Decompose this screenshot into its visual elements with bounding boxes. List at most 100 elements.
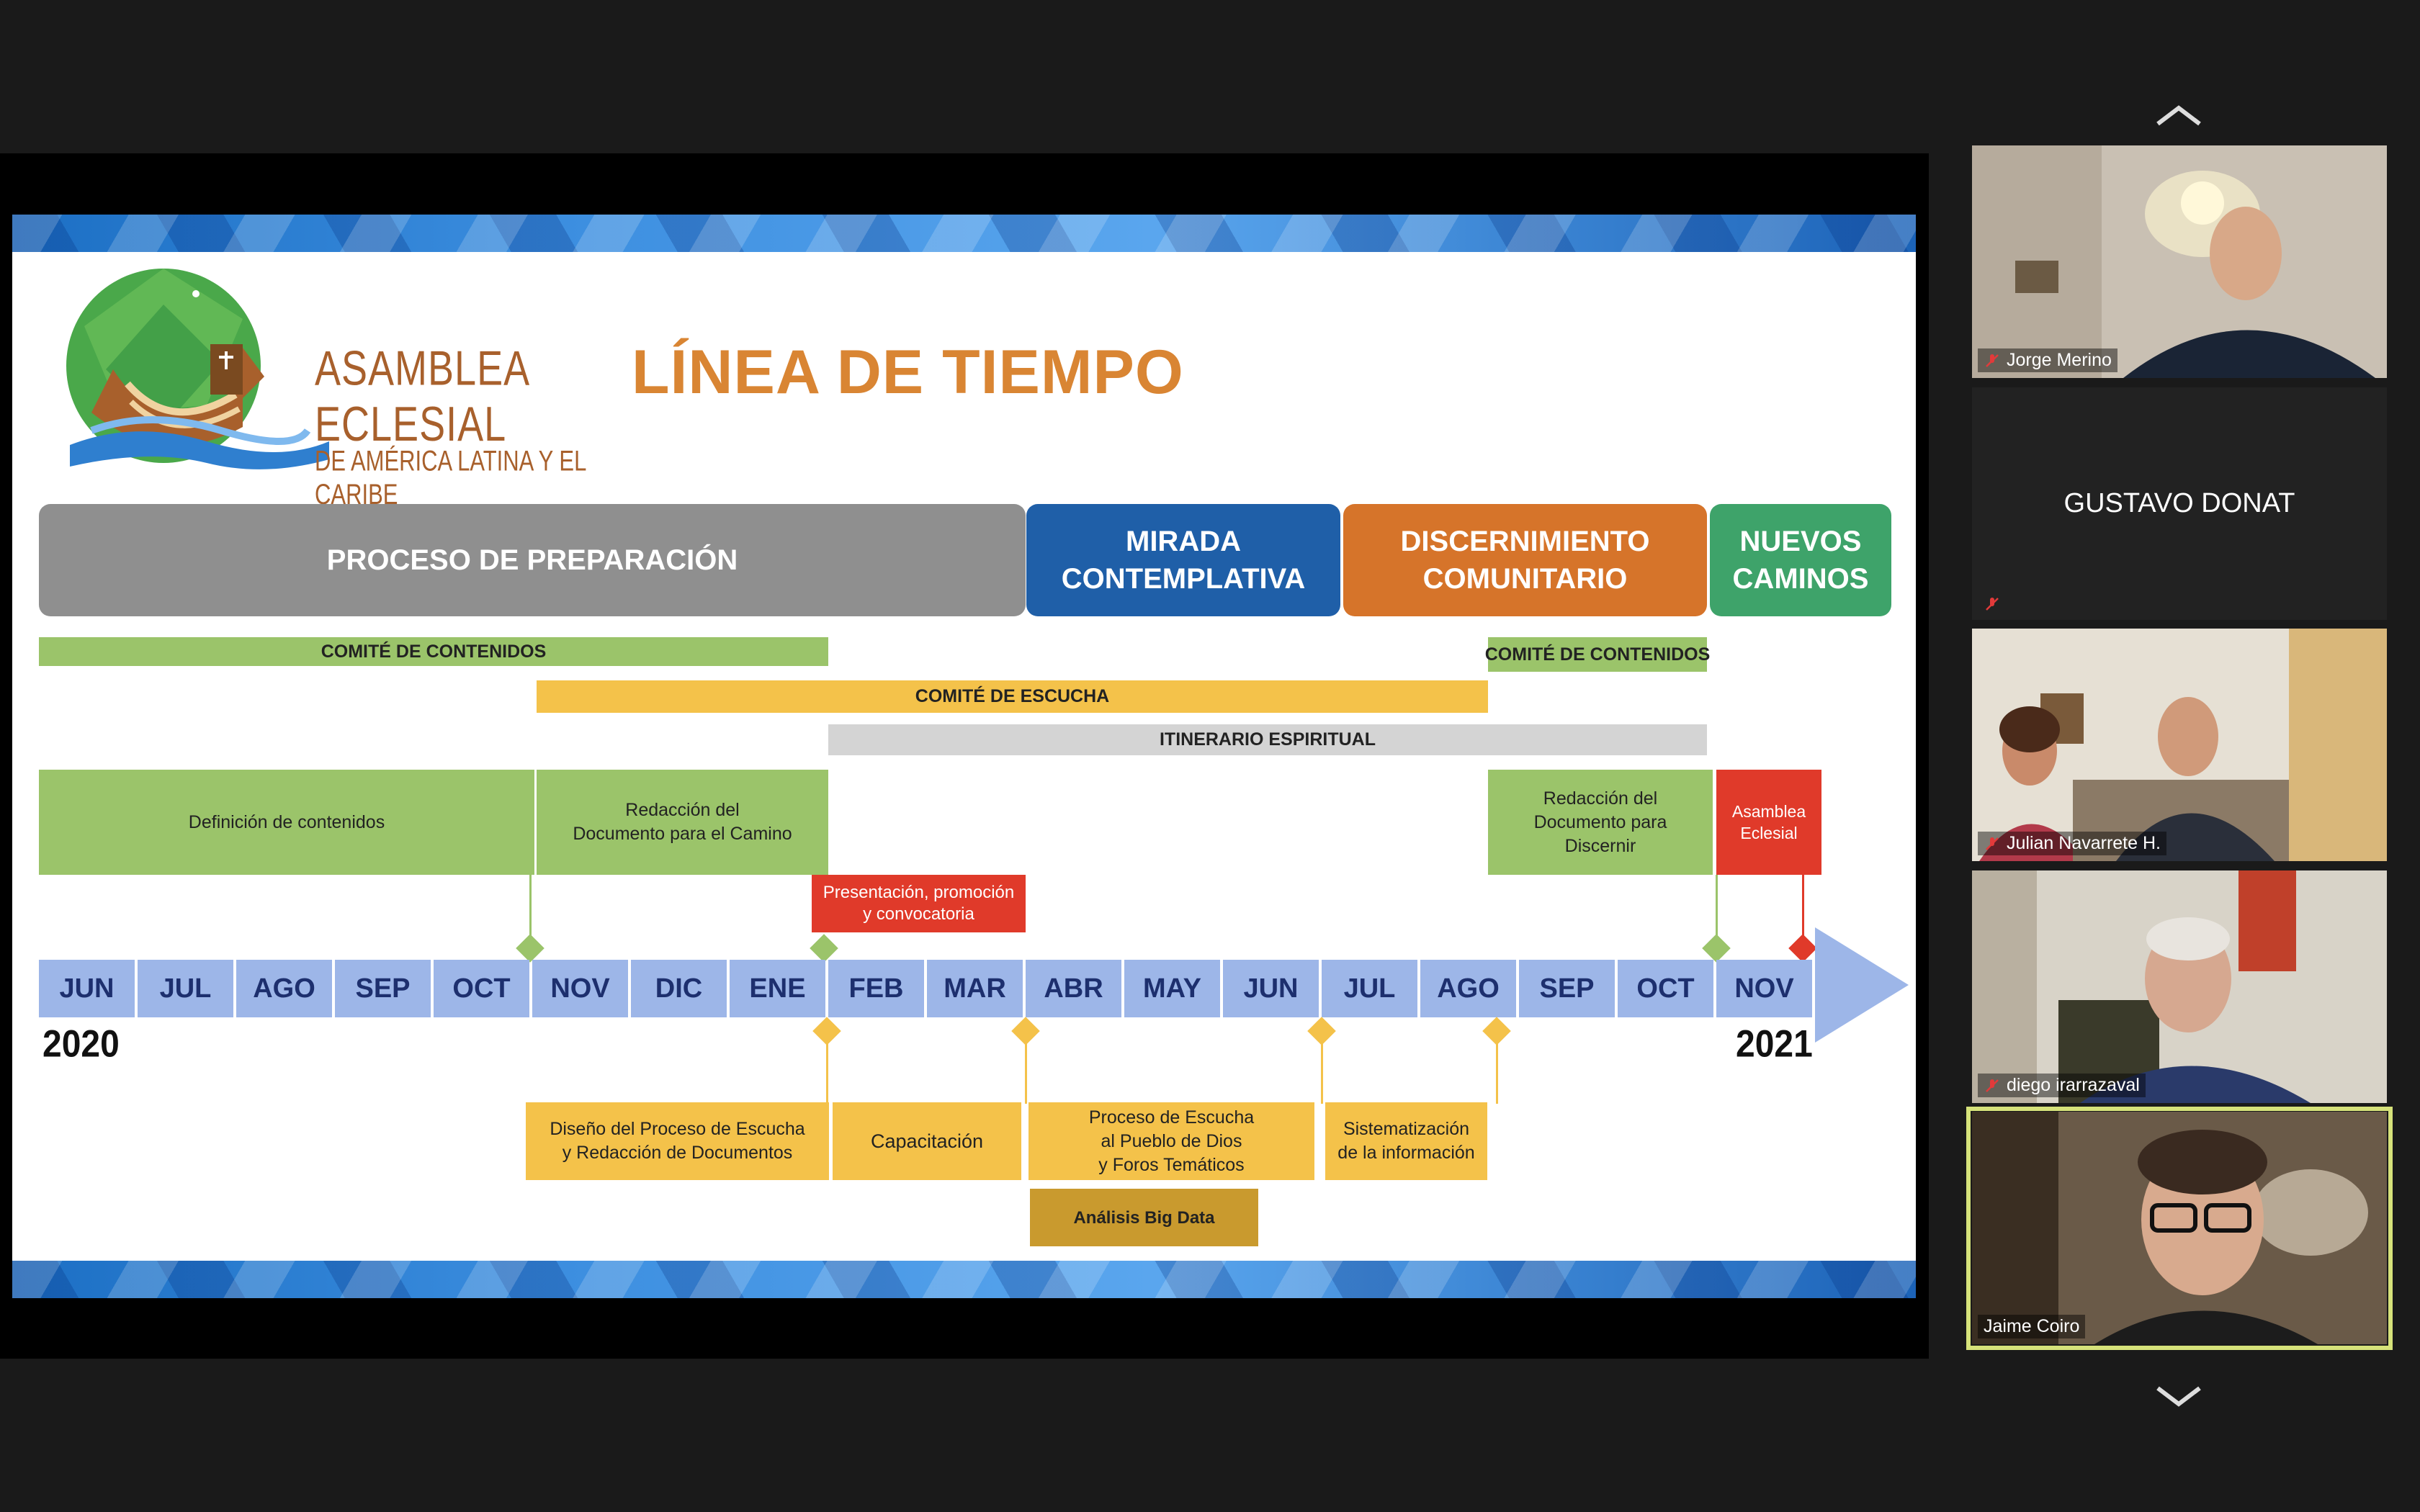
presentation-slide: ASAMBLEA ECLESIAL DE AMÉRICA LATINA Y EL… <box>12 215 1916 1298</box>
connector-line <box>529 875 532 947</box>
participant-name: Julian Navarrete H. <box>2007 833 2161 853</box>
phase-nuevos-line-1: NUEVOS <box>1739 526 1862 557</box>
month-abr: ABR <box>1026 960 1121 1017</box>
month-feb: FEB <box>828 960 924 1017</box>
month-jun-2021: JUN <box>1223 960 1319 1017</box>
month-sep: SEP <box>335 960 431 1017</box>
milestone-diamond <box>1702 934 1731 963</box>
year-end-label: 2021 <box>1736 1023 1813 1066</box>
participant-name: Jorge Merino <box>2007 350 2112 370</box>
month-jul-2021: JUL <box>1322 960 1417 1017</box>
logo-line-2: DE AMÉRICA LATINA Y EL CARIBE <box>315 444 586 511</box>
box-capacitacion: Capacitación <box>833 1102 1021 1180</box>
box-sistem-line-1: Sistematización <box>1343 1119 1470 1139</box>
asamblea-logo <box>66 269 329 469</box>
participant-video <box>1972 870 2387 1103</box>
box-diseno-line-1: Diseño del Proceso de Escucha <box>550 1119 805 1139</box>
box-redaccion2-line-2: Documento para <box>1533 811 1667 832</box>
connector-line <box>1321 1035 1323 1104</box>
mic-muted-icon <box>1986 1079 1999 1092</box>
participant-video <box>1972 1112 2387 1344</box>
connector-line <box>1025 1035 1027 1104</box>
timeline-arrow <box>1815 927 1909 1043</box>
connector-line <box>826 1035 828 1104</box>
slide-bottom-banner <box>12 1261 1916 1298</box>
phase-mirada-line-2: CONTEMPLATIVA <box>1061 563 1306 595</box>
phase-mirada-contemplativa: MIRADA CONTEMPLATIVA <box>1026 504 1340 616</box>
active-speaker-highlight <box>1966 1107 2393 1350</box>
box-escucha-line-2: al Pueblo de Dios <box>1101 1130 1242 1151</box>
logo-wordmark: ASAMBLEA ECLESIAL DE AMÉRICA LATINA Y EL… <box>315 341 603 510</box>
phase-proceso-preparacion: PROCESO DE PREPARACIÓN <box>39 504 1026 616</box>
slide-top-banner <box>12 215 1916 252</box>
box-presentacion-promocion: Presentación, promoción y convocatoria <box>812 875 1026 932</box>
phase-disc-line-1: DISCERNIMIENTO <box>1400 526 1650 557</box>
mic-muted-icon <box>1986 598 1999 611</box>
bar-itinerario-espiritual: ITINERARIO ESPIRITUAL <box>828 724 1707 755</box>
participant-tile-jaime-coiro[interactable]: Jaime Coiro <box>1972 1112 2387 1344</box>
month-nov-2021: NOV <box>1716 960 1812 1017</box>
box-sistematizacion: Sistematización de la información <box>1325 1102 1487 1180</box>
box-definicion-contenidos: Definición de contenidos <box>39 770 534 875</box>
chevron-down-icon[interactable] <box>2154 1382 2204 1411</box>
box-diseno-proceso-escucha: Diseño del Proceso de Escucha y Redacción… <box>526 1102 829 1180</box>
phase-nuevos-line-2: CAMINOS <box>1732 563 1869 595</box>
participant-name: Jaime Coiro <box>1984 1316 2080 1336</box>
connector-line <box>1802 875 1804 947</box>
month-jul: JUL <box>138 960 233 1017</box>
month-oct-2021: OCT <box>1618 960 1713 1017</box>
month-jun-2020: JUN <box>39 960 135 1017</box>
year-start-label: 2020 <box>42 1023 120 1066</box>
participant-name-label <box>1978 594 2007 614</box>
box-redaccion2-line-1: Redacción del <box>1543 788 1658 809</box>
slide-title: LÍNEA DE TIEMPO <box>632 338 1184 407</box>
participant-video <box>1972 629 2387 861</box>
month-mar: MAR <box>927 960 1023 1017</box>
bar-comite-escucha: COMITÉ DE ESCUCHA <box>537 680 1488 713</box>
month-sep-2021: SEP <box>1519 960 1615 1017</box>
box-escucha-line-1: Proceso de Escucha <box>1088 1107 1255 1128</box>
participant-name: diego irarrazaval <box>2007 1075 2140 1095</box>
milestone-diamond <box>516 934 544 963</box>
bar-comite-contenidos-2: COMITÉ DE CONTENIDOS <box>1485 637 1710 672</box>
milestone-diamond <box>810 934 838 963</box>
phase-discernimiento-comunitario: DISCERNIMIENTO COMUNITARIO <box>1343 504 1707 616</box>
participant-video <box>1972 145 2387 378</box>
bar-comite-contenidos-1: COMITÉ DE CONTENIDOS <box>39 637 828 666</box>
month-ago: AGO <box>236 960 332 1017</box>
month-may: MAY <box>1124 960 1220 1017</box>
month-ene: ENE <box>730 960 825 1017</box>
phase-mirada-line-1: MIRADA <box>1126 526 1241 557</box>
participant-tile-diego-irarrazaval[interactable]: diego irarrazaval <box>1972 870 2387 1103</box>
box-redaccion2-line-3: Discernir <box>1564 835 1636 856</box>
connector-line <box>1716 875 1718 947</box>
mic-muted-icon <box>1986 354 1999 367</box>
box-sistem-line-2: de la información <box>1337 1143 1475 1163</box>
box-presentacion-line-1: Presentación, promoción <box>823 883 1015 902</box>
phase-disc-line-2: COMUNITARIO <box>1422 563 1628 595</box>
month-nov: NOV <box>532 960 628 1017</box>
box-diseno-line-2: y Redacción de Documentos <box>562 1143 793 1163</box>
phase-nuevos-caminos: NUEVOS CAMINOS <box>1710 504 1891 616</box>
logo-line-1: ASAMBLEA ECLESIAL <box>315 341 529 451</box>
mic-muted-icon <box>1986 837 1999 850</box>
participant-tile-gustavo-donat[interactable]: GUSTAVO DONAT <box>1972 387 2387 620</box>
box-redaccion1-line-2: Documento para el Camino <box>573 824 792 844</box>
chevron-up-icon[interactable] <box>2154 101 2204 130</box>
participant-display-name: GUSTAVO DONAT <box>2063 488 2295 518</box>
month-ago-2021: AGO <box>1420 960 1516 1017</box>
box-asamblea-line-2: Eclesial <box>1740 824 1798 842</box>
participant-tile-jorge-merino[interactable]: Jorge Merino <box>1972 145 2387 378</box>
box-escucha-line-3: y Foros Temáticos <box>1098 1154 1245 1175</box>
participant-tile-julian-navarrete[interactable]: Julian Navarrete H. <box>1972 629 2387 861</box>
box-presentacion-line-2: y convocatoria <box>863 904 974 924</box>
box-analisis-big-data: Análisis Big Data <box>1030 1189 1258 1246</box>
milestone-diamond <box>1788 934 1817 963</box>
connector-line <box>1496 1035 1498 1104</box>
participant-name-label: Jaime Coiro <box>1978 1315 2086 1338</box>
box-redaccion1-line-1: Redacción del <box>625 800 740 820</box>
